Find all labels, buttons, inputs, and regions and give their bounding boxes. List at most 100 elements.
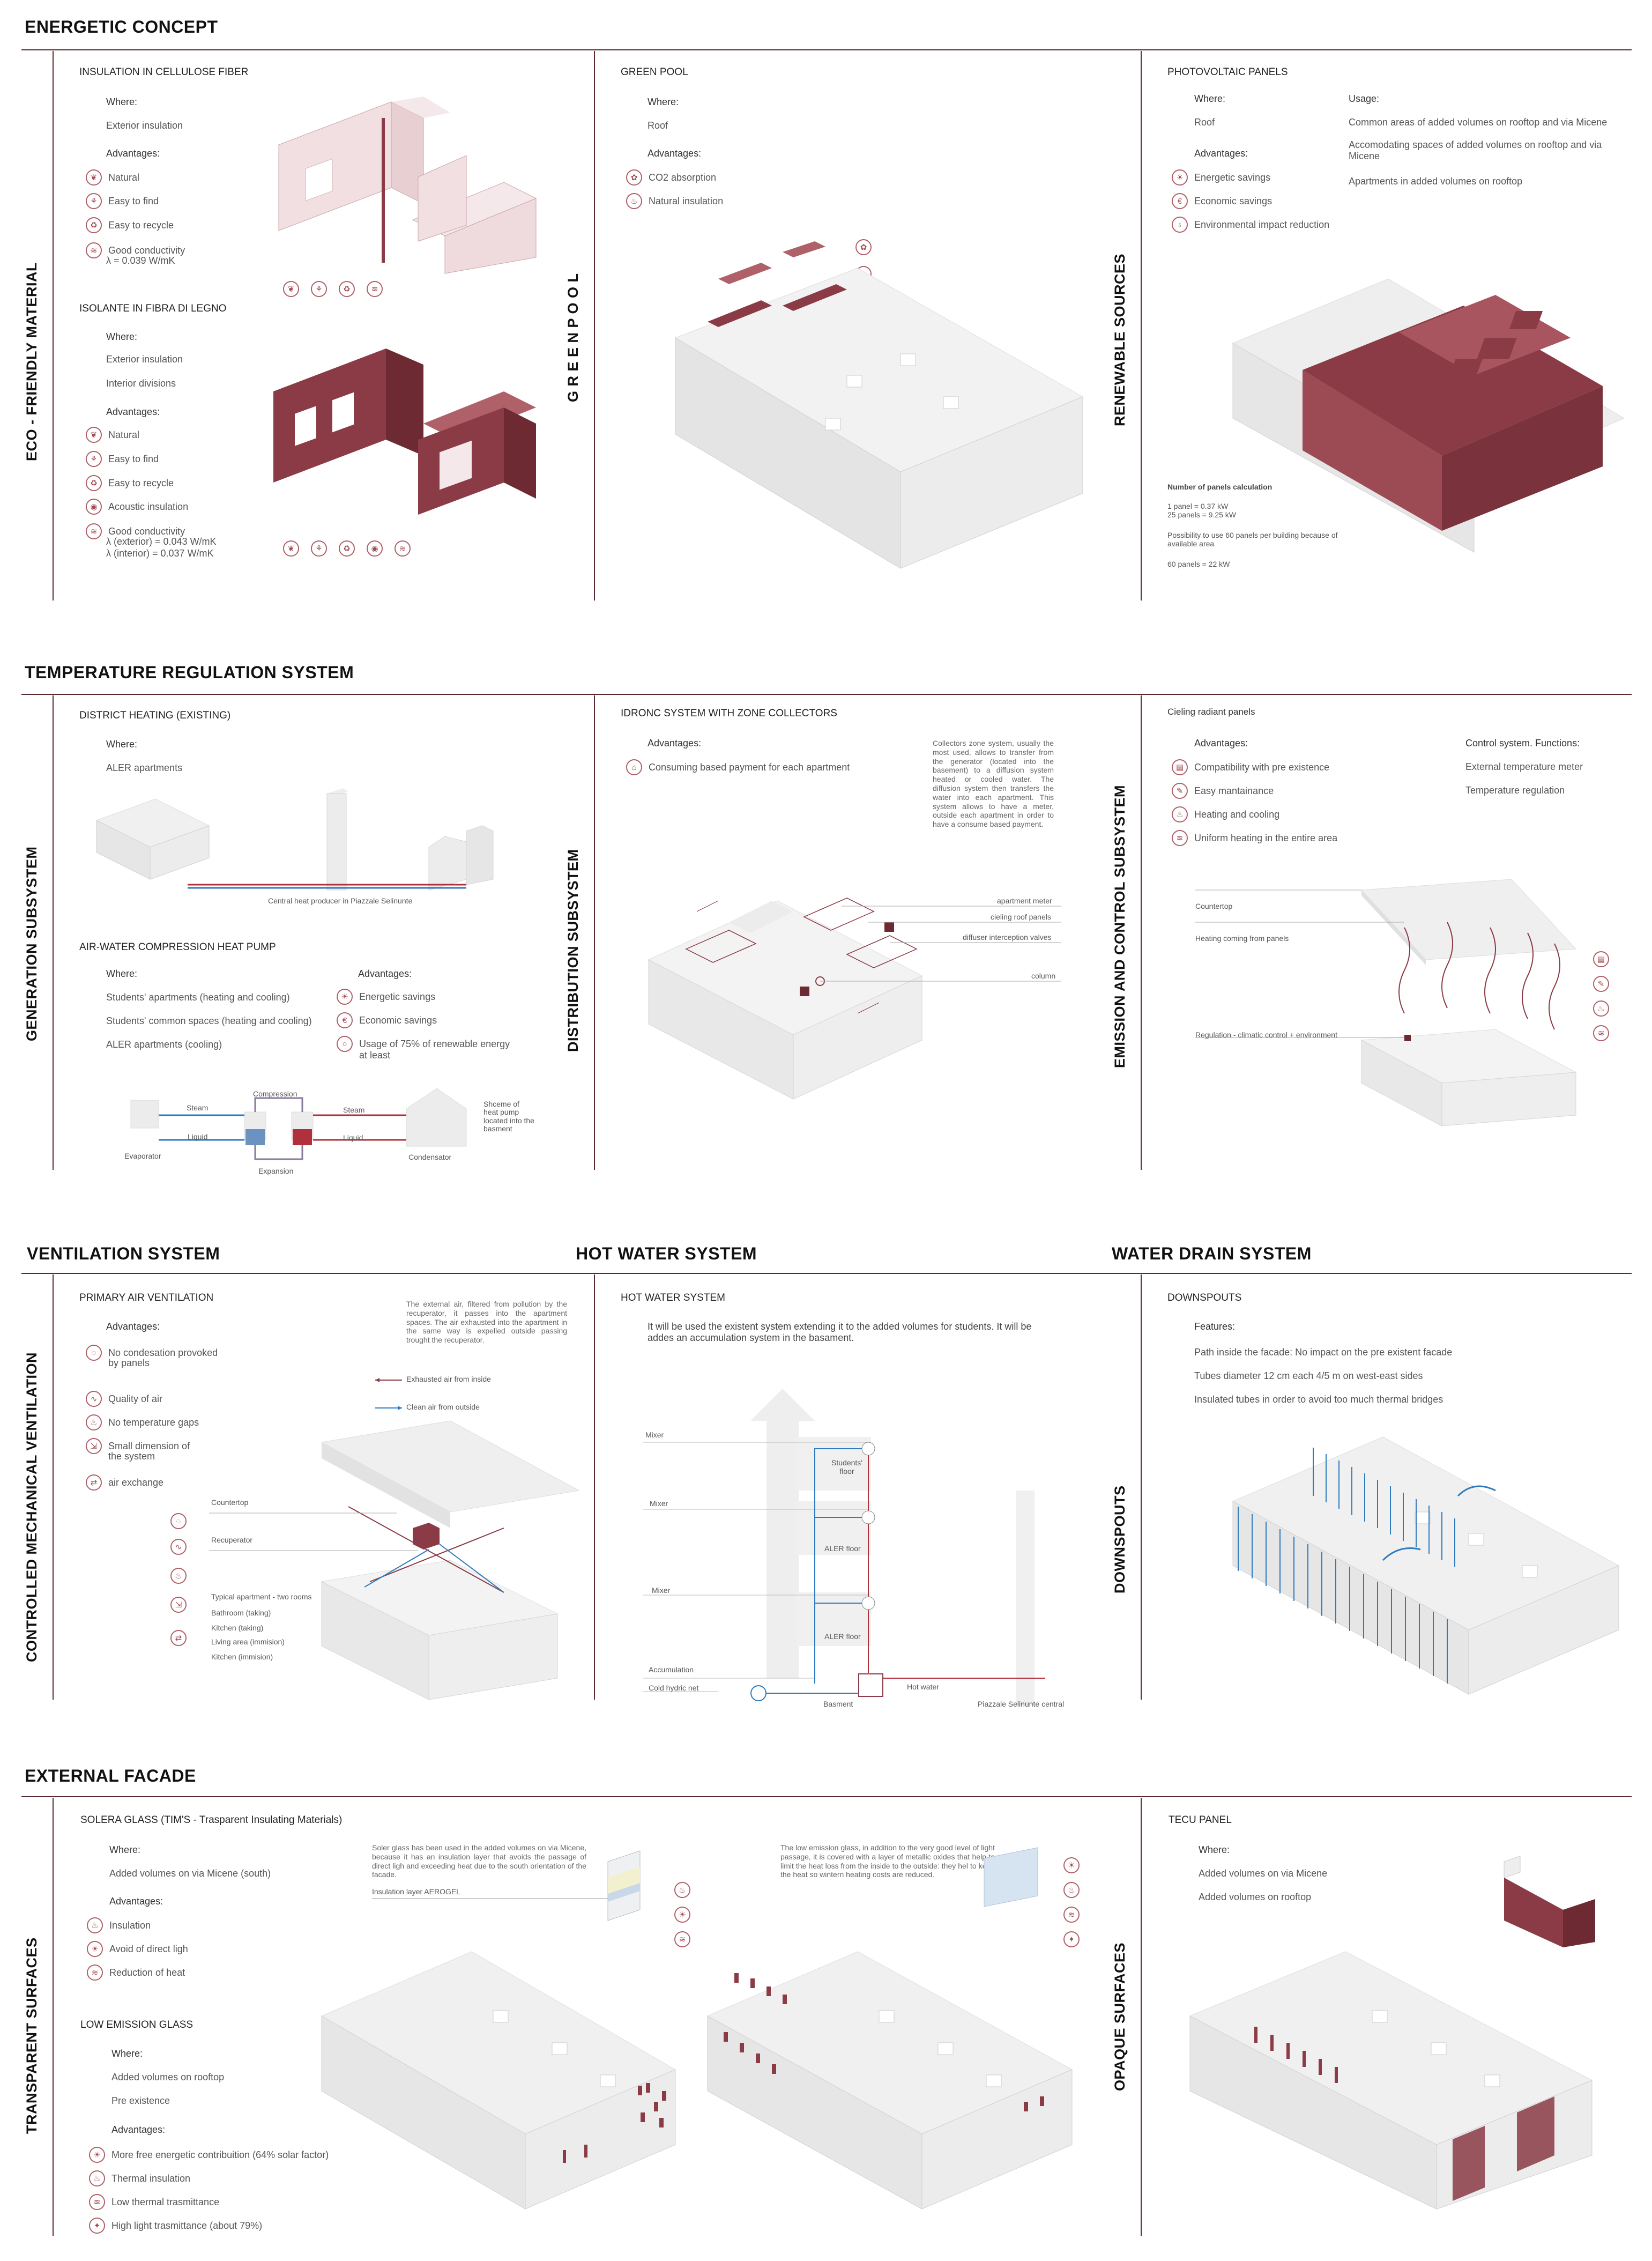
label-aler-floor-1: ALER floor [824,1544,861,1553]
lowe-title: LOW EMISSION GLASS [80,2019,194,2030]
pv-calc-title: Number of panels calculation [1167,483,1273,491]
light-icon: ✦ [1063,1931,1080,1947]
greenpool-building-axon [674,241,1084,569]
hotwater-title: HOT WATER SYSTEM [621,1292,725,1303]
label-steam-2: Steam [343,1106,365,1114]
adv-recycle: ♻Easy to recycle [86,475,174,491]
adv-economic: €Economic savings [337,1012,437,1028]
tree-icon: ⚘ [311,540,327,557]
vlabel-renewable: RENEWABLE SOURCES [1112,253,1128,426]
label-steam-1: Steam [187,1103,209,1112]
air-icon: ∿ [86,1391,102,1407]
adv-thermal-insulation: ♨Thermal insulation [89,2170,190,2186]
heat-icon: ≋ [395,540,411,557]
lowe-where-1: Added volumes on rooftop [111,2072,225,2082]
adv-co2: ✿CO2 absorption [626,169,716,186]
leaf-icon: ❦ [86,427,102,443]
insulation-icon: ♨ [626,193,642,209]
heat-icon: ≋ [674,1931,690,1947]
insulation-icon: ♨ [87,1917,103,1933]
wrench-icon: ✎ [1593,976,1609,992]
vlabel-transparent: TRANSPARENT SURFACES [24,1937,40,2134]
idronic-title: IDRONC SYSTEM WITH ZONE COLLECTORS [621,708,837,719]
label-aler-floor-2: ALER floor [824,1632,861,1641]
tecu-building-axon [1189,1951,1593,2210]
control-item-1: External temperature meter [1465,761,1583,772]
wood-lambda-2: λ (interior) = 0.037 W/mK [106,548,214,559]
leaf-icon: ❦ [283,540,299,557]
pv-building-axon [1232,278,1625,553]
district-title: DISTRICT HEATING (EXISTING) [79,710,231,721]
sun-icon: ☀ [674,1907,690,1923]
exchange-icon: ⇄ [170,1630,187,1646]
thermometer-icon: ♨ [89,2170,105,2186]
label-regulation: Regulation - climatic control + environm… [1195,1031,1337,1039]
advantages-label: Advantages: [358,968,412,979]
heatpump-title: AIR-WATER COMPRESSION HEAT PUMP [79,942,276,953]
solera-glass-sample [607,1850,641,1921]
label-mixer-1: Mixer [645,1430,664,1439]
size-icon: ⇲ [86,1438,102,1454]
where-label: Where: [106,331,138,342]
adv-recycle: ♻Easy to recycle [86,217,174,233]
label-living: Living area (immision) [211,1637,285,1646]
sound-icon: ◉ [367,540,383,557]
leader-line [372,1898,619,1899]
heat-icon: ≋ [87,1965,103,1981]
solera-building-axon [321,1951,676,2210]
label-central: Piazzale Selinunte central [978,1700,1065,1708]
adv-temperature: ♨No temperature gaps [86,1414,199,1430]
label-expansion: Expansion [258,1167,294,1175]
leaf-icon: ❦ [283,281,299,297]
lowe-building-axon [706,1951,1073,2210]
waves-icon: ≋ [1593,1025,1609,1041]
sound-icon: ◉ [86,499,102,515]
downspouts-building-axon [1232,1436,1620,1695]
co2-icon: ✿ [855,239,872,255]
label-kitchen-immision: Kitchen (immision) [211,1652,273,1661]
label-accumulation: Accumulation [649,1665,694,1674]
downspouts-feature-1: Path inside the facade: No impact on the… [1194,1347,1453,1358]
leaf-icon: ❦ [86,169,102,186]
label-basment: Basment [823,1700,853,1708]
cellulose-lambda: λ = 0.039 W/mK [106,255,175,266]
advantages-label: Advantages: [109,1896,163,1907]
tree-icon: ⚘ [86,193,102,209]
section-title-ventilation: VENTILATION SYSTEM [27,1244,220,1263]
insulation-icon: ♨ [674,1882,690,1898]
idronic-apartment-axon [648,898,1061,1100]
vent-title: PRIMARY AIR VENTILATION [79,1292,214,1303]
tecu-panel-sample [1504,1856,1595,1947]
building-icon: ▤ [1593,951,1609,967]
adv-heating-cooling: ♨Heating and cooling [1172,806,1279,822]
adv-easy-find: ⚘Easy to find [86,451,159,467]
label-mixer-2: Mixer [650,1499,668,1508]
where-label: Where: [106,97,138,107]
sun-icon: ☀ [1063,1857,1080,1873]
hotwater-text: It will be used the existent system exte… [648,1321,1032,1343]
advantages-label: Advantages: [111,2124,166,2135]
legend-arrows [375,1378,402,1410]
vlabel-downspouts: DOWNSPOUTS [1112,1485,1128,1593]
heatpump-adv-extra: at least [359,1050,391,1061]
label-liquid-1: Liquid [188,1132,208,1141]
vent-paragraph: The external air, filtered from pollutio… [406,1300,567,1345]
wrench-icon: ✎ [1172,783,1188,799]
euro-icon: € [1172,193,1188,209]
advantages-label: Advantages: [106,406,160,417]
control-title: Control system. Functions: [1465,738,1580,748]
heat-icon: ≋ [367,281,383,297]
vent-adv-extra-2: the system [108,1451,155,1462]
heatpump-scheme [130,1088,467,1160]
label-recuperator: Recuperator [211,1536,253,1544]
divider [594,695,595,1170]
building-icon: ▤ [1172,759,1188,775]
pv-where: Roof [1194,117,1215,128]
ventilation-apartment-axon [209,1420,580,1700]
divider [1141,695,1142,1170]
adv-energetic-contribution: ☀More free energetic contribuition (64% … [89,2147,329,2163]
tecu-where-2: Added volumes on rooftop [1199,1892,1312,1902]
advantages-label: Advantages: [1194,738,1248,748]
wood-title: ISOLANTE IN FIBRA DI LEGNO [79,303,227,314]
